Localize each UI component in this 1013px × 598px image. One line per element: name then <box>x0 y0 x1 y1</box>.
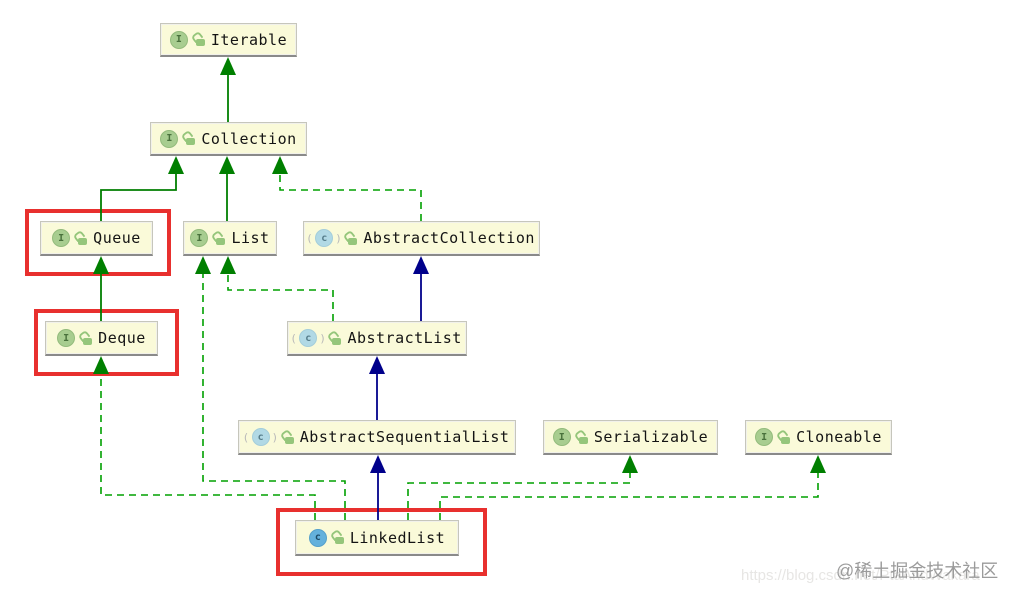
arrowhead-linkedlist-to-list <box>195 256 211 274</box>
arrowhead-to-iterable <box>220 57 236 75</box>
node-label: Queue <box>93 229 141 247</box>
node-collection[interactable]: I Collection <box>150 122 307 156</box>
interface-icon: I <box>755 428 791 446</box>
node-label: Deque <box>98 329 146 347</box>
node-label: Serializable <box>593 428 709 446</box>
node-label: Cloneable <box>796 428 882 446</box>
juejin-community-watermark: @稀土掘金技术社区 <box>836 561 999 581</box>
public-lock-icon <box>74 232 88 245</box>
node-linked-list[interactable]: c LinkedList <box>295 520 459 556</box>
node-label: AbstractCollection <box>363 229 535 247</box>
node-label: Collection <box>201 129 297 148</box>
arrowhead-asl-to-abstractlist <box>369 356 385 374</box>
arrowhead-linkedlist-to-cloneable <box>810 455 826 473</box>
public-lock-icon <box>182 132 196 145</box>
arrowhead-linkedlist-to-serializable <box>622 455 638 473</box>
public-lock-icon <box>344 232 358 245</box>
node-cloneable[interactable]: I Cloneable <box>745 420 892 455</box>
interface-icon: I <box>160 129 196 148</box>
public-lock-icon <box>328 332 342 345</box>
edge-linkedlist-implements-deque <box>100 374 316 520</box>
public-lock-icon <box>575 431 589 444</box>
public-lock-icon <box>777 431 791 444</box>
node-abstract-collection[interactable]: (c) AbstractCollection <box>303 221 540 256</box>
public-lock-icon <box>79 332 93 345</box>
arrowhead-linkedlist-to-deque <box>93 356 109 374</box>
arrowhead-abstractcollection-to-collection <box>272 156 288 174</box>
node-queue[interactable]: I Queue <box>40 221 153 256</box>
class-icon: c <box>308 528 345 547</box>
node-iterable[interactable]: I Iterable <box>160 23 297 57</box>
interface-icon: I <box>190 229 226 247</box>
csdn-url-watermark: https://blog.csdn.net/PtaAndWakara <box>741 567 980 584</box>
highlight-box-linkedlist <box>276 508 487 576</box>
interface-icon: I <box>57 329 93 347</box>
node-deque[interactable]: I Deque <box>45 321 158 356</box>
public-lock-icon <box>331 531 345 544</box>
public-lock-icon <box>281 431 295 444</box>
public-lock-icon <box>192 33 206 46</box>
interface-icon: I <box>552 428 589 446</box>
node-abstract-list[interactable]: (c) AbstractList <box>287 321 467 356</box>
abstract-class-icon: (c) <box>306 229 358 247</box>
node-label: LinkedList <box>349 528 446 547</box>
edge-abstractlist-implements-list <box>227 274 334 321</box>
node-serializable[interactable]: I Serializable <box>543 420 718 455</box>
interface-icon: I <box>52 229 88 247</box>
arrowhead-deque-to-queue <box>93 256 109 274</box>
node-abstract-sequential-list[interactable]: (c) AbstractSequentialList <box>238 420 516 455</box>
node-list[interactable]: I List <box>183 221 277 256</box>
abstract-class-icon: (c) <box>243 428 295 446</box>
edge-queue-extends-collection <box>100 174 177 221</box>
node-label: List <box>231 229 270 247</box>
edge-linkedlist-implements-cloneable <box>439 473 819 520</box>
node-label: AbstractList <box>347 329 462 347</box>
public-lock-icon <box>212 232 226 245</box>
arrowhead-queue-to-collection <box>168 156 184 174</box>
arrowhead-linkedlist-to-asl <box>370 455 386 473</box>
arrowhead-abstractlist-to-abstractcollection <box>413 256 429 274</box>
interface-icon: I <box>169 30 206 49</box>
edge-linkedlist-implements-serializable <box>407 473 631 520</box>
edge-linkedlist-implements-list <box>202 274 346 520</box>
node-label: AbstractSequentialList <box>299 428 510 446</box>
arrowhead-abstractlist-to-list <box>220 256 236 274</box>
arrowhead-list-to-collection <box>219 156 235 174</box>
node-label: Iterable <box>210 30 288 49</box>
abstract-class-icon: (c) <box>290 329 342 347</box>
edge-abstractcollection-implements-collection <box>279 174 422 221</box>
